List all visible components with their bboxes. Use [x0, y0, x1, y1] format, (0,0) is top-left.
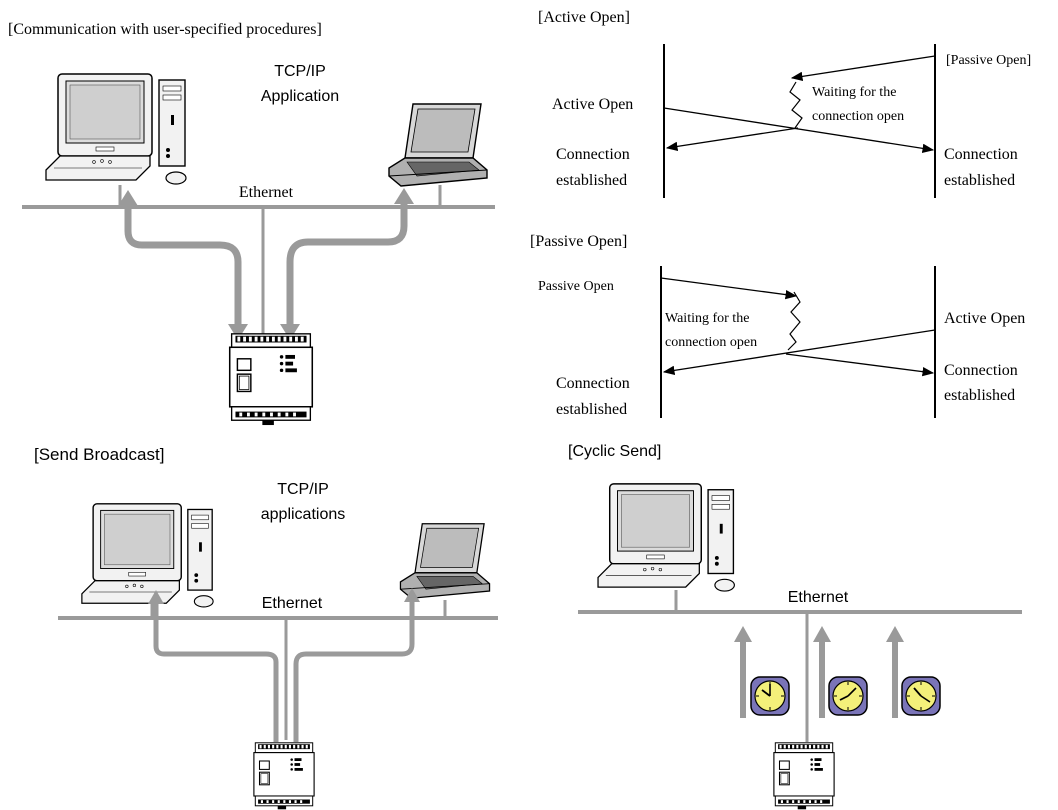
laptop-icon	[388, 103, 488, 187]
arrow-to-laptop	[286, 200, 408, 328]
panel-passive-open: [Passive Open] Passive Open Waiting for …	[530, 233, 1025, 418]
plc-controller-icon	[228, 333, 314, 426]
left-done-line2: established	[556, 401, 627, 418]
panel-user-procedures: [Communication with user-specified proce…	[8, 21, 495, 426]
panel-title: [Passive Open]	[530, 233, 627, 250]
passive-open-signal	[790, 55, 936, 82]
wait-label-line2: connection open	[665, 335, 757, 350]
right-event-label: [Passive Open]	[946, 53, 1031, 68]
plc-controller-icon	[773, 742, 835, 810]
active-open-signal	[662, 329, 936, 376]
broadcast-arrow-to-desktop	[153, 602, 279, 742]
broadcast-arrow-to-laptop	[293, 600, 415, 742]
network-label: Ethernet	[239, 184, 294, 201]
wait-squiggle	[789, 81, 803, 129]
left-event-label: Active Open	[552, 96, 633, 113]
panel-title: [Cyclic Send]	[568, 443, 661, 460]
right-done-line1: Connection	[944, 146, 1018, 163]
clock-icon	[828, 676, 868, 716]
right-done-line2: established	[944, 387, 1015, 404]
ack-signal	[665, 127, 799, 152]
left-done-line1: Connection	[556, 375, 630, 392]
active-open-signal	[663, 107, 935, 153]
panel-title: [Send Broadcast]	[34, 445, 164, 464]
plc-controller-icon	[253, 742, 315, 810]
left-event-label: Passive Open	[538, 279, 614, 294]
app-label-line2: Application	[261, 88, 339, 105]
left-done-line2: established	[556, 172, 627, 189]
network-label: Ethernet	[788, 589, 849, 606]
wait-squiggle	[787, 291, 801, 351]
right-event-label: Active Open	[944, 310, 1025, 327]
desktop-computer-icon	[81, 503, 214, 608]
desktop-computer-icon	[45, 73, 187, 185]
clock-icon	[750, 676, 790, 716]
app-label-line2: applications	[261, 506, 346, 523]
panel-title: [Active Open]	[538, 9, 630, 26]
panel-cyclic-send: [Cyclic Send] Ethernet	[568, 443, 1022, 810]
desktop-computer-icon	[597, 483, 736, 592]
right-done-line2: established	[944, 172, 1015, 189]
laptop-icon	[399, 523, 491, 599]
wait-label-line2: connection open	[812, 109, 904, 124]
right-done-line1: Connection	[944, 362, 1018, 379]
network-label: Ethernet	[262, 595, 323, 612]
app-label-line1: TCP/IP	[277, 481, 329, 498]
panel-title: [Communication with user-specified proce…	[8, 21, 322, 38]
arrow-to-desktop	[124, 200, 242, 328]
wait-label-line1: Waiting for the	[665, 311, 749, 326]
panel-active-open: [Active Open] [Passive Open] Waiting for…	[538, 9, 1031, 198]
ack-signal	[785, 353, 935, 377]
wait-label-line1: Waiting for the	[812, 85, 896, 100]
clock-icon	[901, 676, 941, 716]
left-done-line1: Connection	[556, 146, 630, 163]
passive-open-signal	[660, 277, 798, 300]
panel-send-broadcast: [Send Broadcast] TCP/IP applications Eth…	[34, 445, 498, 810]
app-label-line1: TCP/IP	[274, 63, 326, 80]
